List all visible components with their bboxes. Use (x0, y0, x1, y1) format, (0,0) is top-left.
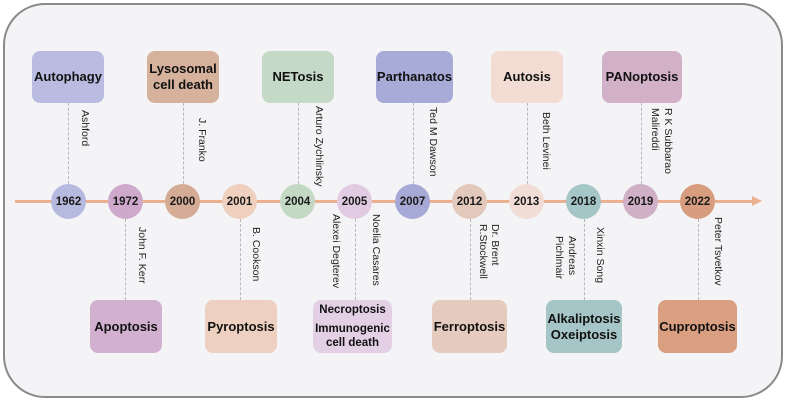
connector-line (413, 103, 414, 184)
year-marker-2007: 2007 (395, 184, 430, 219)
event-box-ferroptosis: Ferroptosis (432, 300, 507, 353)
researcher-name: Xinxin Song (594, 227, 606, 284)
event-label-line1: Alkaliptosis (547, 310, 621, 326)
researcher-name: Andreas (566, 236, 578, 276)
researcher-name: Dr. Brent (489, 224, 501, 266)
researcher-name: J. Franko (196, 118, 208, 162)
researcher-name: Beth Levinei (540, 112, 552, 170)
connector-line (698, 219, 699, 300)
year-marker-2001: 2001 (222, 184, 257, 219)
connector-line (527, 103, 528, 184)
connector-line (470, 219, 471, 300)
researcher-name: B. Cookson (250, 227, 262, 282)
event-box-alkaliptosis-oxeiptosis: Alkaliptosis Oxeiptosis (546, 300, 622, 353)
year-marker-2018: 2018 (566, 184, 601, 219)
year-marker-2004: 2004 (280, 184, 315, 219)
event-box-autosis: Autosis (491, 51, 563, 103)
researcher-name: Ted M Dawson (427, 107, 439, 177)
event-box-panoptosis: PANoptosis (602, 51, 682, 103)
event-box-necroptosis-immunogenic: Necroptosis Immunogenic cell death (313, 300, 392, 353)
researcher-name: John F. Kerr (136, 227, 148, 284)
event-label: Ferroptosis (433, 318, 506, 334)
researcher-name: Arturo Zychlinsky (313, 106, 325, 187)
event-label: PANoptosis (605, 69, 679, 84)
event-label: Apoptosis (94, 318, 158, 334)
researcher-name: Ashford (79, 110, 91, 147)
event-label: Pyroptosis (207, 318, 275, 334)
connector-line (125, 219, 126, 300)
event-label-line1: Necroptosis (319, 304, 386, 316)
timeline-axis (15, 200, 755, 203)
event-box-cuproptosis: Cuproptosis (658, 300, 737, 353)
connector-line (183, 103, 184, 184)
connector-line (641, 103, 642, 184)
researcher-name: Alexei Degterev (330, 214, 342, 289)
researcher-name: Pichlmair (553, 236, 565, 280)
year-marker-1962: 1962 (51, 184, 86, 219)
event-label-line1: Lysosomal (149, 61, 217, 76)
event-label-line2: Immunogenic (315, 323, 390, 335)
event-box-autophagy: Autophagy (32, 51, 104, 103)
year-marker-2013: 2013 (509, 184, 544, 219)
researcher-name: R.Stockwell (477, 224, 489, 279)
event-box-pyroptosis: Pyroptosis (205, 300, 277, 353)
connector-line (355, 219, 356, 300)
connector-line (584, 219, 585, 300)
event-label: Autosis (503, 69, 551, 84)
event-label-line3: cell death (325, 337, 380, 349)
connector-line (68, 103, 69, 184)
event-label: NETosis (272, 69, 324, 84)
event-label-line2: Oxeiptosis (550, 326, 618, 342)
researcher-name: Malireddi (649, 108, 661, 151)
event-label-line2: cell death (153, 77, 213, 92)
year-marker-2012: 2012 (452, 184, 487, 219)
researcher-name: R K Subbarao (662, 108, 674, 174)
event-box-netosis: NETosis (262, 51, 334, 103)
event-label: Parthanatos (376, 69, 453, 84)
year-marker-2005: 2005 (337, 184, 372, 219)
event-box-apoptosis: Apoptosis (90, 300, 162, 353)
event-label: Autophagy (34, 69, 102, 84)
timeline-arrowhead-icon (752, 196, 762, 206)
event-box-lysosomal-cell-death: Lysosomal cell death (147, 51, 219, 103)
connector-line (240, 219, 241, 300)
event-box-parthanatos: Parthanatos (376, 51, 453, 103)
year-marker-2000: 2000 (165, 184, 200, 219)
year-marker-2022: 2022 (680, 184, 715, 219)
researcher-name: Peter Tsvetkov (712, 217, 724, 286)
event-label: Cuproptosis (659, 318, 736, 334)
researcher-name: Noelia Casares (370, 214, 382, 286)
connector-line (298, 103, 299, 184)
year-marker-2019: 2019 (623, 184, 658, 219)
year-marker-1972: 1972 (108, 184, 143, 219)
